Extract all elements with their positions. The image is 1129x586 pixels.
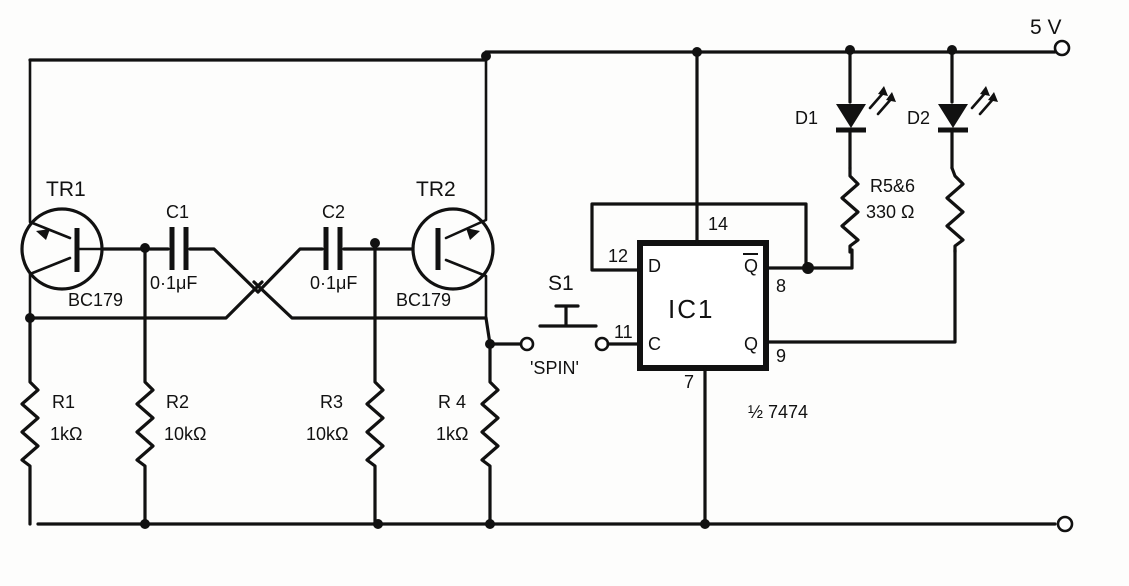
junction-qbar — [802, 262, 814, 274]
r1-ref-label: R1 — [52, 392, 75, 412]
switch-contact-left — [519, 336, 535, 352]
resistor-r1 — [20, 316, 40, 526]
supply-terminal — [1053, 39, 1071, 57]
resistor-r2 — [135, 246, 155, 526]
led-d2 — [938, 50, 998, 170]
switch-ref-label: S1 — [548, 272, 574, 295]
ic1-body — [637, 240, 769, 371]
ic1-pin14-label: 14 — [708, 214, 728, 234]
junction-d2-top — [947, 45, 957, 55]
c1-value-label: 0·1μF — [150, 273, 197, 293]
switch-actuator — [538, 304, 598, 328]
supply-voltage-label: 5 V — [1030, 16, 1062, 39]
transistor-tr2 — [411, 58, 495, 320]
ic1-pin12-label: 12 — [608, 246, 628, 266]
top-supply-rail — [28, 50, 1057, 62]
ic1-qbar-to-d-feedback — [590, 202, 808, 272]
r3-ref-label: R3 — [320, 392, 343, 412]
switch-spin-label: 'SPIN' — [530, 358, 579, 378]
c2-value-label: 0·1μF — [310, 273, 357, 293]
tr1-label: TR1 — [46, 178, 86, 201]
r2-value-label: 10kΩ — [164, 424, 206, 444]
tr2-part-label: BC179 — [396, 290, 451, 310]
r1-value-label: 1kΩ — [50, 424, 82, 444]
junction-top-tr2 — [481, 51, 491, 61]
ic1-qbar-wire — [764, 248, 854, 270]
resistor-r5 — [840, 166, 860, 254]
capacitor-c1 — [169, 227, 260, 294]
ic1-pin-c-label: C — [648, 334, 661, 354]
ic1-pin7-label: 7 — [684, 372, 694, 392]
cross-wire-left — [28, 280, 264, 320]
capacitor-c2 — [256, 227, 414, 294]
d1-ref-label: D1 — [795, 108, 818, 128]
ic1-pin-d-label: D — [648, 256, 661, 276]
ic1-pin-q-label: Q — [744, 334, 758, 354]
ic1-pin9-label: 9 — [776, 346, 786, 366]
led-d1 — [836, 50, 896, 170]
junction-r2-bottom — [140, 519, 150, 529]
ic1-pin-qbar-label: Q — [744, 256, 758, 276]
resistor-r3 — [365, 241, 385, 526]
c1-ref-label: C1 — [166, 202, 189, 222]
r3-value-label: 10kΩ — [306, 424, 348, 444]
ground-terminal — [1056, 515, 1074, 533]
resistor-r6 — [945, 166, 965, 254]
resistor-r4 — [480, 316, 500, 526]
ic1-part-label: ½ 7474 — [748, 402, 808, 422]
r4-ref-label: R 4 — [438, 392, 466, 412]
junction-r4-bottom — [485, 519, 495, 529]
junction-d1-top — [845, 45, 855, 55]
cross-wire-right — [252, 280, 488, 320]
tr1-part-label: BC179 — [68, 290, 123, 310]
ic1-pin11-label: 11 — [614, 322, 633, 342]
r4-value-label: 1kΩ — [436, 424, 468, 444]
r2-ref-label: R2 — [166, 392, 189, 412]
ic1-ref-label: IC1 — [668, 294, 714, 324]
junction-r3-bottom — [373, 519, 383, 529]
r5-r6-ref-label: R5&6 — [870, 176, 915, 196]
switch-contact-right — [594, 336, 610, 352]
c2-ref-label: C2 — [322, 202, 345, 222]
junction-ic-vcc — [692, 47, 702, 57]
r5-r6-value-label: 330 Ω — [866, 202, 915, 222]
ic1-pin8-label: 8 — [776, 276, 786, 296]
tr2-label: TR2 — [416, 178, 456, 201]
d2-ref-label: D2 — [907, 108, 930, 128]
transistor-tr1 — [20, 58, 106, 320]
ic1-q-wire — [764, 248, 957, 344]
